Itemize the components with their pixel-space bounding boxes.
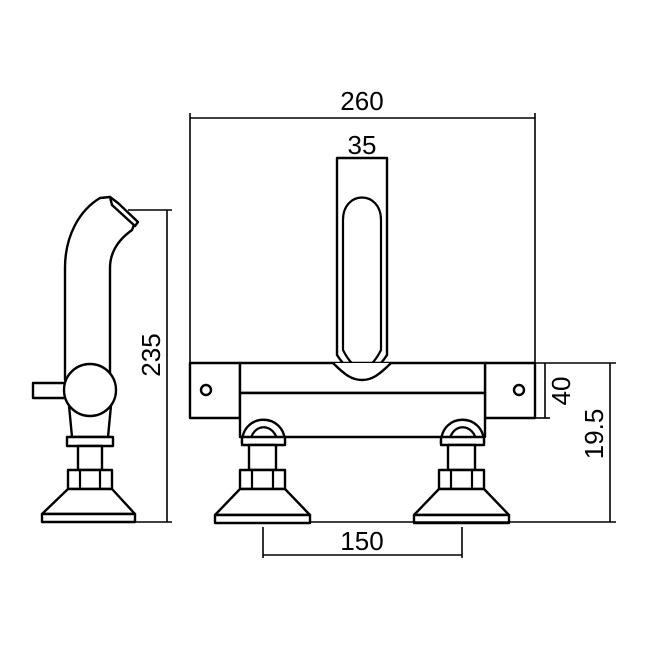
- dimension-spout-width: 35: [337, 130, 387, 160]
- dimension-inlet-height: 19.5: [310, 363, 616, 523]
- label-overall-width: 260: [340, 86, 383, 116]
- side-nut: [66, 468, 114, 491]
- side-control-knob: [62, 362, 118, 418]
- left-mounting-hole: [199, 383, 213, 397]
- right-mounting-hole: [512, 383, 526, 397]
- front-view: [188, 156, 537, 525]
- label-overall-height: 235: [136, 333, 166, 376]
- side-view: [31, 195, 140, 524]
- label-inlet-height: 19.5: [579, 409, 609, 460]
- side-lever: [31, 381, 67, 400]
- label-spout-width: 35: [348, 130, 377, 160]
- right-inlet: [412, 418, 511, 525]
- side-collar: [65, 435, 115, 448]
- side-base-plate: [40, 512, 137, 524]
- left-inlet: [213, 418, 312, 525]
- side-spout-cap: [108, 195, 140, 228]
- front-spout: [335, 156, 389, 380]
- label-body-height: 40: [546, 377, 576, 406]
- side-stem: [76, 444, 104, 472]
- side-spout-body: [63, 195, 137, 382]
- spout-joint: [332, 362, 392, 382]
- left-mounting-block: [188, 361, 242, 420]
- label-inlet-centres: 150: [340, 526, 383, 556]
- dimension-overall-height: 235: [128, 209, 172, 523]
- dimension-inlet-centres: 150: [262, 526, 463, 558]
- right-mounting-block: [483, 361, 537, 420]
- dimension-body-height: 40: [535, 362, 616, 419]
- side-base-flange: [40, 487, 137, 516]
- dimension-overall-width: 260: [189, 86, 536, 363]
